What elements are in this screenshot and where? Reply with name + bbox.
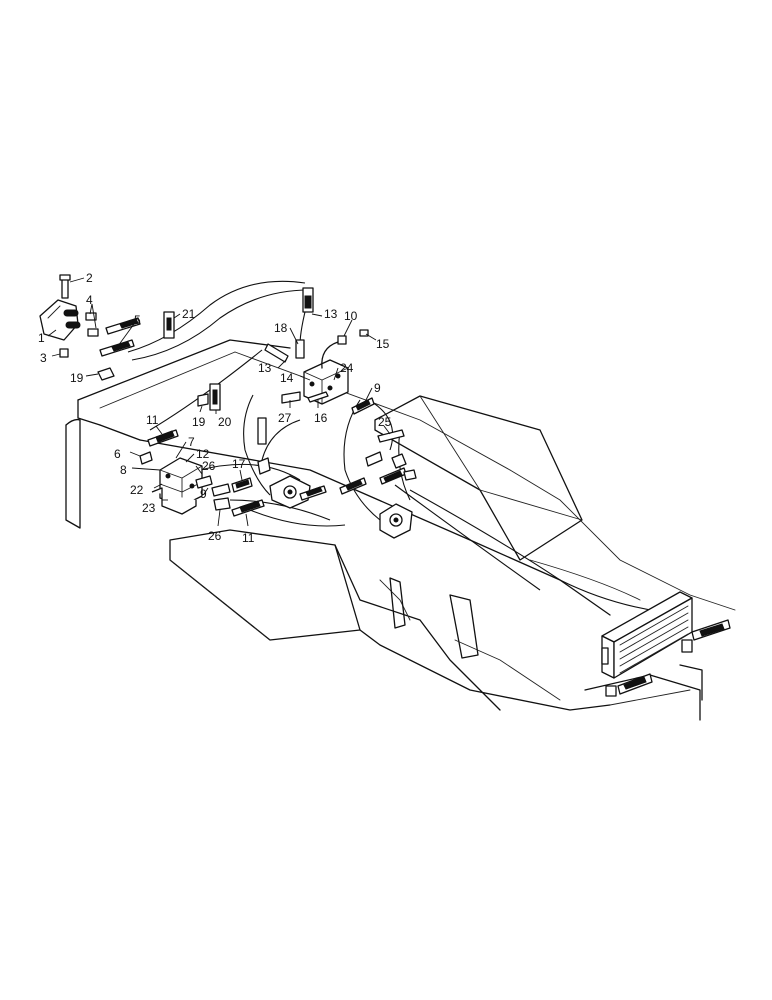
- fitting-26-lower: [213, 497, 231, 511]
- callout-22: 22: [130, 483, 144, 497]
- fittings-25: [365, 429, 417, 485]
- clamp-19-lower: [197, 393, 209, 407]
- callout-18: 18: [274, 321, 288, 335]
- fitting-13-upper: [302, 287, 314, 313]
- callout-8: 8: [120, 463, 127, 477]
- nut-3: [59, 348, 69, 358]
- bracket-20: [209, 383, 221, 411]
- callout-9-lower: 9: [200, 487, 207, 501]
- callout-11-lower: 11: [242, 531, 255, 545]
- fitting-center-3: [257, 417, 267, 445]
- callout-20: 20: [218, 415, 232, 429]
- fitting-17: [231, 477, 253, 493]
- fitting-13-lower: [264, 343, 289, 363]
- callout-19-lower: 19: [192, 415, 206, 429]
- callout-27: 27: [278, 411, 292, 425]
- callout-12: 12: [196, 447, 210, 461]
- callout-11-upper: 11: [146, 413, 159, 427]
- fitting-9-upper: [351, 397, 375, 415]
- motor-housing: [269, 475, 311, 509]
- control-valve-1: [39, 299, 81, 341]
- callout-2: 2: [86, 271, 93, 285]
- fitting-26-upper: [211, 483, 231, 497]
- clamp-19-upper: [97, 367, 115, 381]
- fitting-11-lower: [231, 499, 265, 517]
- fitting-11-upper: [147, 429, 179, 447]
- callout-9-upper: 9: [374, 381, 381, 395]
- callout-25: 25: [378, 415, 392, 429]
- callout-26-upper: 26: [202, 459, 216, 473]
- cooler-fitting-lower: [617, 673, 653, 695]
- fitting-27: [281, 391, 301, 404]
- chassis-frame: [65, 339, 736, 721]
- callout-14: 14: [280, 371, 294, 385]
- leader-lines: [47, 277, 391, 527]
- callout-16: 16: [314, 411, 328, 425]
- hydraulic-hoses: [127, 280, 691, 616]
- callout-4: 4: [86, 293, 93, 307]
- pump-22: [159, 457, 203, 507]
- tube-14: [321, 341, 339, 369]
- callout-23: 23: [142, 501, 156, 515]
- bracket-21: [163, 311, 175, 339]
- callout-10: 10: [344, 309, 358, 323]
- callout-6: 6: [114, 447, 121, 461]
- callout-19-upper: 19: [70, 371, 84, 385]
- callout-3: 3: [40, 351, 47, 365]
- callout-labels: 2 4 5 1 3 19 21 18 13 10 15 13 14 24 9 2…: [38, 271, 392, 545]
- bolt-16: [307, 391, 329, 403]
- callout-17: 17: [232, 457, 246, 471]
- callout-1: 1: [38, 331, 45, 345]
- callout-24: 24: [340, 361, 354, 375]
- bracket-23: [151, 487, 197, 515]
- fittings-4: [85, 312, 99, 337]
- callout-15: 15: [376, 337, 390, 351]
- fitting-6: [139, 451, 153, 465]
- tee-fitting: [257, 457, 271, 475]
- fitting-center-1: [299, 485, 327, 501]
- hose-fittings-5: [99, 317, 141, 357]
- callout-7: 7: [188, 435, 195, 449]
- fitting-15: [359, 329, 369, 337]
- fitting-center-2: [339, 477, 367, 495]
- oil-cooler: [601, 591, 693, 697]
- cooler-fitting-right: [691, 619, 731, 641]
- callout-21: 21: [182, 307, 196, 321]
- callout-5: 5: [134, 313, 141, 327]
- callout-13-lower: 13: [258, 361, 272, 375]
- fitting-9-lower: [195, 475, 213, 489]
- callout-13-upper: 13: [324, 307, 338, 321]
- fitting-10: [337, 335, 347, 345]
- bolt-2: [59, 274, 71, 299]
- gear-motor: [379, 503, 413, 539]
- callout-26-lower: 26: [208, 529, 222, 543]
- fitting-18: [295, 339, 305, 359]
